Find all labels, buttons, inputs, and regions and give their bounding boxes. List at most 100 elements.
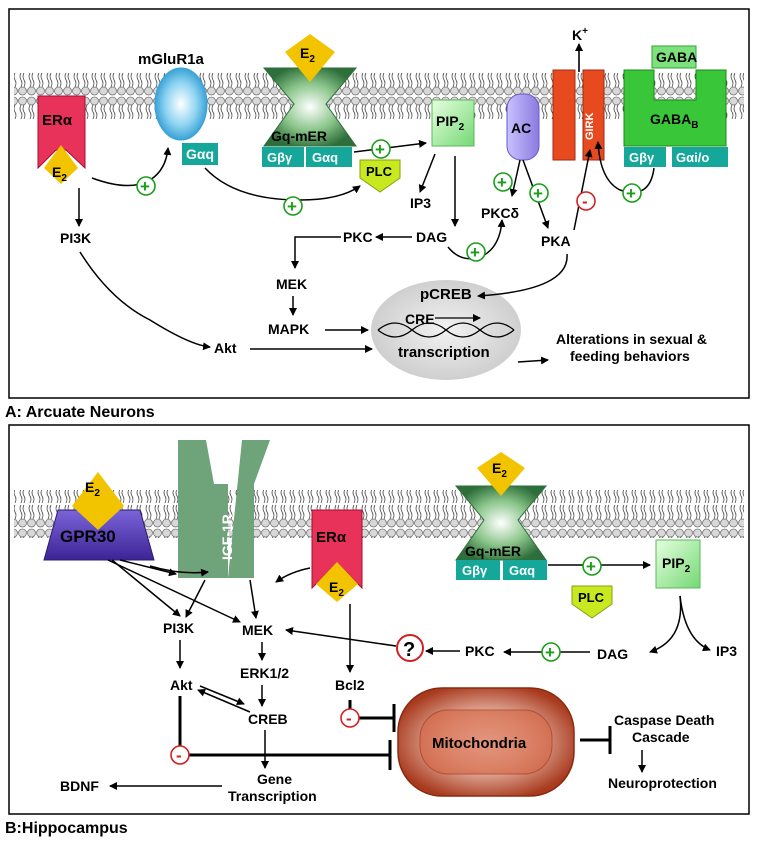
minus-badge: - [170, 745, 190, 765]
gqmer-receptor-b: E2 Gq-mER [454, 452, 548, 561]
gaba-ligand [651, 45, 697, 69]
svg-text:-: - [582, 192, 588, 211]
svg-text:+: + [287, 197, 297, 216]
mek-a: MEK [276, 276, 307, 292]
gene-line2: Transcription [228, 788, 317, 804]
svg-text:+: + [626, 184, 636, 203]
plus-badge: + [541, 642, 561, 662]
creb: CREB [248, 711, 288, 727]
plus-badge: + [371, 139, 391, 159]
svg-text:Gαi/o: Gαi/o [676, 150, 709, 165]
svg-text:+: + [470, 243, 480, 262]
plus-badge: + [283, 196, 303, 216]
svg-text:GABA: GABA [656, 49, 697, 65]
svg-text:E2: E2 [85, 479, 100, 499]
gaq-box-b [503, 560, 547, 580]
svg-text:Mitochondria: Mitochondria [432, 735, 527, 752]
caspase-line2: Cascade [632, 729, 690, 745]
gqmer-receptor-a: E2 Gq-mER [262, 34, 358, 147]
caspase-line1: Caspase Death [614, 712, 714, 728]
plus-badge: + [493, 172, 513, 192]
svg-text:PLC: PLC [578, 590, 605, 605]
svg-text:Gq-mER: Gq-mER [465, 543, 521, 559]
pka: PKA [541, 233, 571, 249]
question-badge: ? [396, 634, 424, 662]
gaio-box [672, 147, 728, 167]
membrane-a [14, 71, 744, 119]
svg-text:transcription: transcription [398, 344, 490, 361]
svg-text:PLC: PLC [366, 164, 393, 179]
neuroprotection: Neuroprotection [608, 775, 717, 791]
plc-b [571, 585, 613, 619]
pi3k-a: PI3K [60, 230, 91, 246]
erk: ERK1/2 [240, 665, 289, 681]
svg-text:E2: E2 [492, 460, 507, 480]
gabab-receptor [623, 69, 727, 147]
svg-text:-: - [176, 746, 182, 765]
minus-badge: - [340, 708, 360, 728]
plus-badge: + [136, 176, 156, 196]
era-label-a: ERα [42, 112, 73, 129]
gpr30-receptor: E2 GPR30 [43, 472, 155, 561]
igf1r-receptor: IGF-1R [178, 440, 270, 578]
svg-text:Gβγ: Gβγ [267, 150, 293, 165]
mek-b: MEK [242, 622, 273, 638]
dag-b: DAG [597, 646, 628, 662]
akt-b: Akt [170, 677, 193, 693]
ip3-a: IP3 [410, 195, 431, 211]
plus-badge: + [622, 183, 642, 203]
gby-box-a1 [262, 147, 304, 167]
pkc-a: PKC [343, 229, 373, 245]
svg-text:+: + [586, 557, 596, 576]
gene-line1: Gene [257, 771, 292, 787]
svg-text:PIP2: PIP2 [662, 555, 691, 575]
dna-helix [377, 322, 515, 338]
svg-text:GIRK: GIRK [584, 112, 596, 140]
svg-text:ERα: ERα [316, 529, 347, 546]
mitochondria: Mitochondria [397, 687, 575, 797]
svg-text:-: - [346, 709, 352, 728]
gaq-box-a1 [182, 143, 218, 165]
svg-text:Gβγ: Gβγ [462, 563, 488, 578]
svg-text:feeding behaviors: feeding behaviors [570, 348, 690, 364]
svg-text:PIP2: PIP2 [436, 113, 465, 133]
panel-b-caption: B:Hippocampus [5, 820, 128, 837]
dag-a: DAG [416, 229, 447, 245]
svg-text:GABAB: GABAB [650, 111, 698, 131]
ip3-b: IP3 [716, 643, 737, 659]
minus-badge: - [576, 191, 596, 211]
panel-b-arrows [107, 559, 711, 790]
svg-text:K+: K+ [572, 26, 588, 43]
gby-box-a2 [624, 147, 666, 167]
panel-a-arrows [75, 139, 655, 365]
svg-text:IGF-1R: IGF-1R [219, 514, 235, 560]
svg-text:GPR30: GPR30 [60, 527, 116, 546]
svg-text:+: + [533, 184, 543, 203]
svg-text:+: + [545, 643, 555, 662]
svg-text:Gβγ: Gβγ [629, 150, 655, 165]
svg-text:pCREB: pCREB [420, 286, 472, 303]
akt-a: Akt [214, 340, 237, 356]
svg-text:E2: E2 [329, 579, 344, 599]
mglur1a-receptor [154, 67, 208, 141]
panel-a-frame [8, 8, 750, 399]
bdnf: BDNF [60, 778, 99, 794]
svg-text:Gαq: Gαq [312, 150, 338, 165]
svg-text:Gq-mER: Gq-mER [271, 128, 327, 144]
svg-text:+: + [140, 177, 150, 196]
pip2-a [431, 99, 475, 147]
era-receptor-a: ERα E2 [37, 95, 86, 184]
pkcd: PKCδ [481, 205, 519, 221]
svg-text:AC: AC [511, 120, 531, 136]
svg-text:+: + [375, 140, 385, 159]
panel-b-frame [8, 424, 750, 815]
svg-text:?: ? [403, 639, 415, 661]
plus-badge: + [529, 183, 549, 203]
bcl2: Bcl2 [335, 677, 365, 693]
pkc-b: PKC [465, 643, 495, 659]
mapk: MAPK [268, 321, 309, 337]
svg-text:Alterations in sexual &: Alterations in sexual & [556, 331, 707, 347]
svg-text:Gαq: Gαq [509, 563, 535, 578]
girk-channel: GIRK [552, 69, 605, 161]
mglur1a-label: mGluR1a [138, 51, 205, 68]
